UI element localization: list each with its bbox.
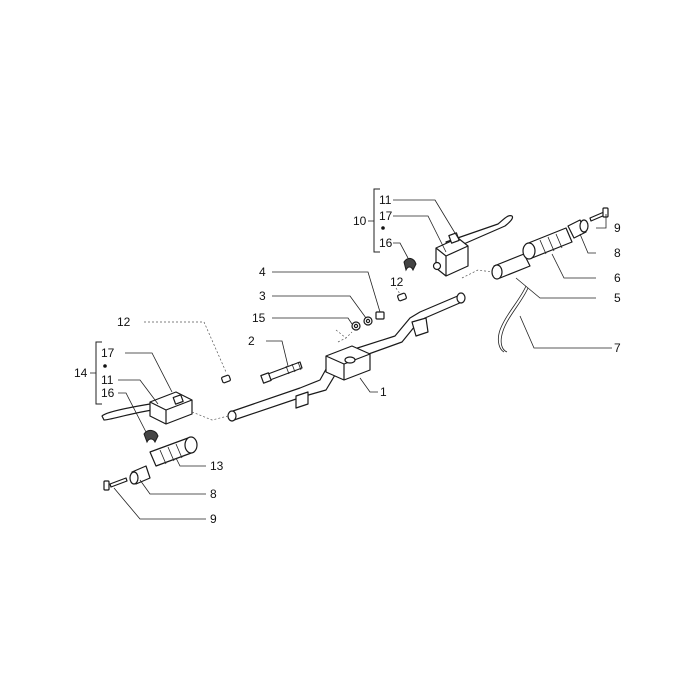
callout-1: 1 (380, 385, 387, 399)
left-control-assembly (101, 391, 193, 444)
right-control-assembly (403, 215, 514, 277)
assembly-dot-left (103, 364, 107, 368)
callout-11-right: 11 (379, 193, 392, 207)
callout-9-right: 9 (614, 221, 621, 235)
bracket-assembly-10 (373, 188, 380, 253)
callout-5: 5 (614, 291, 621, 305)
leader-lines (113, 199, 612, 520)
callout-7: 7 (614, 341, 621, 355)
bolt-long (260, 361, 303, 384)
callout-4: 4 (259, 265, 266, 279)
set-screws (221, 292, 407, 384)
callout-13: 13 (210, 459, 224, 473)
left-grip-parts (103, 436, 198, 491)
callout-8-right: 8 (614, 246, 621, 260)
callout-12-left: 12 (117, 315, 131, 329)
callout-6: 6 (614, 271, 621, 285)
callout-11-left: 11 (101, 373, 114, 387)
assembly-dot-right (381, 226, 385, 230)
right-grip-parts (491, 207, 609, 353)
callout-14: 14 (74, 366, 88, 380)
callout-12-right: 12 (390, 275, 404, 289)
callout-15: 15 (252, 311, 266, 325)
callout-16-left: 16 (101, 386, 115, 400)
callout-labels: 1 2 3 4 5 6 7 8 9 10 11 17 16 15 12 12 1… (74, 193, 621, 526)
callout-2: 2 (248, 334, 255, 348)
callout-17-right: 17 (379, 209, 393, 223)
nut-and-washers (351, 311, 385, 331)
callout-8-left: 8 (210, 487, 217, 501)
callout-3: 3 (259, 289, 266, 303)
callout-9-left: 9 (210, 512, 217, 526)
callout-10: 10 (353, 214, 367, 228)
callout-17-left: 17 (101, 346, 115, 360)
callout-16-right: 16 (379, 236, 393, 250)
handlebar-tube (227, 292, 466, 422)
